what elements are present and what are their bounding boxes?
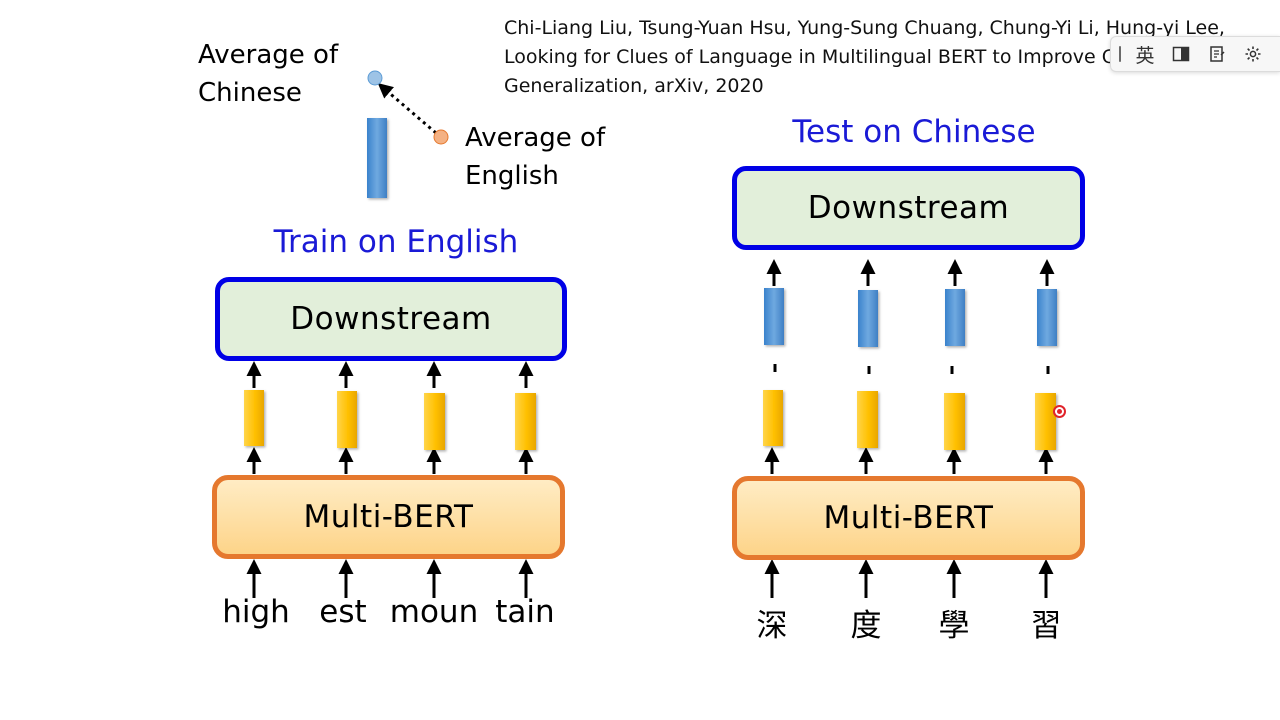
- legend-shift-arrow: [377, 83, 437, 135]
- left-vector-1: [244, 390, 264, 446]
- right-yellow-vector-3: [944, 393, 965, 450]
- right-yellow-vector-1: [763, 390, 783, 446]
- right-blue-vector-2: [858, 290, 878, 347]
- right-input-arrows: [764, 559, 1054, 598]
- left-multi-bert-box: Multi-BERT: [212, 475, 565, 559]
- right-downstream-box: Downstream: [732, 166, 1085, 250]
- left-token-1: high: [222, 594, 290, 630]
- left-downstream-arrows: [246, 361, 534, 388]
- left-input-arrows: [246, 559, 534, 598]
- left-bert-output-arrows: [246, 447, 534, 474]
- right-token-2: 度: [850, 608, 882, 644]
- right-bert-output-arrows: [764, 447, 1054, 474]
- left-vector-3: [424, 393, 445, 450]
- train-on-english-title: Train on English: [273, 224, 519, 260]
- right-blue-vector-4: [1037, 289, 1057, 346]
- half-width-icon[interactable]: [1169, 42, 1193, 66]
- right-shift-marks: [773, 364, 1050, 374]
- right-yellow-vector-2: [857, 391, 878, 448]
- right-blue-vector-3: [945, 289, 965, 346]
- legend-chinese-label: Average of Chinese: [198, 40, 339, 108]
- left-token-4: tain: [495, 594, 555, 630]
- left-multi-bert-label: Multi-BERT: [303, 499, 474, 535]
- legend-vector: [367, 118, 387, 198]
- left-downstream-label: Downstream: [290, 301, 492, 337]
- grip-icon[interactable]: [1119, 46, 1121, 62]
- right-token-1: 深: [756, 608, 788, 644]
- left-downstream-box: Downstream: [215, 277, 567, 361]
- right-blue-vector-1: [764, 288, 784, 345]
- right-token-4: 習: [1030, 608, 1062, 644]
- right-multi-bert-box: Multi-BERT: [732, 476, 1085, 560]
- right-token-3: 學: [938, 608, 970, 644]
- left-token-2: est: [319, 594, 367, 630]
- right-yellow-vector-4: [1035, 393, 1056, 450]
- right-downstream-label: Downstream: [807, 190, 1010, 226]
- left-vector-4: [515, 393, 536, 450]
- settings-icon[interactable]: [1241, 42, 1265, 66]
- legend-english-average-dot: [433, 129, 449, 145]
- citation-text: Chi-Liang Liu, Tsung-Yuan Hsu, Yung-Sung…: [504, 17, 1225, 97]
- cursor-pointer-icon: [1053, 405, 1066, 418]
- legend-english-label: Average of English: [465, 123, 606, 191]
- legend-chinese-average-dot: [367, 70, 383, 86]
- right-multi-bert-label: Multi-BERT: [823, 500, 994, 536]
- left-vector-2: [337, 391, 357, 448]
- language-mode-button[interactable]: 英: [1135, 44, 1155, 67]
- left-token-3: moun: [389, 594, 479, 630]
- ime-toolbar: 英: [1110, 36, 1280, 72]
- test-on-chinese-title: Test on Chinese: [792, 114, 1036, 150]
- right-downstream-arrows: [766, 259, 1055, 286]
- notebook-icon[interactable]: [1205, 42, 1229, 66]
